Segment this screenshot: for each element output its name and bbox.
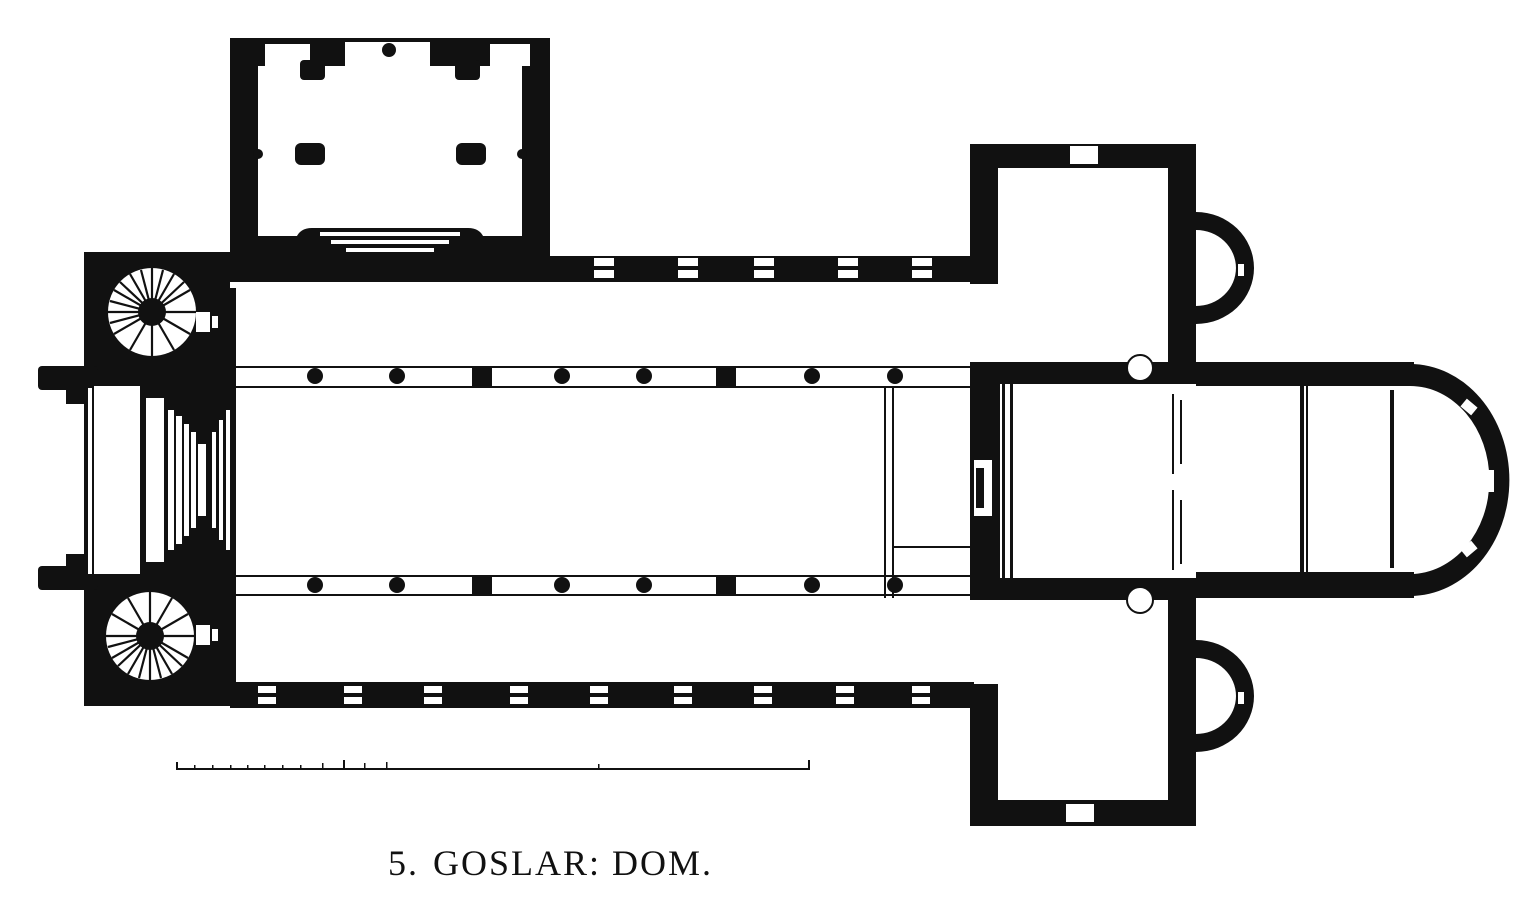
choir-screen	[884, 388, 970, 598]
north-aisle-wall	[230, 256, 974, 282]
south-aisle-wall	[230, 682, 974, 708]
side-apse-north	[1196, 212, 1254, 324]
figure-number: 5.	[388, 843, 419, 883]
apse-windows	[1460, 398, 1494, 558]
choir	[1172, 362, 1414, 598]
south-arcade	[236, 575, 970, 596]
main-apse	[1410, 364, 1510, 596]
stair-turret-south	[106, 592, 194, 680]
scale-bar	[176, 760, 810, 770]
stair-turret-north	[108, 268, 196, 356]
side-apse-south	[1196, 640, 1254, 752]
north-porch	[230, 38, 550, 270]
transept	[970, 144, 1196, 826]
north-arcade	[236, 366, 970, 388]
figure-caption: 5. GOSLAR: DOM.	[388, 842, 713, 884]
portal-steps	[168, 410, 230, 550]
figure-title: GOSLAR: DOM.	[433, 843, 714, 883]
